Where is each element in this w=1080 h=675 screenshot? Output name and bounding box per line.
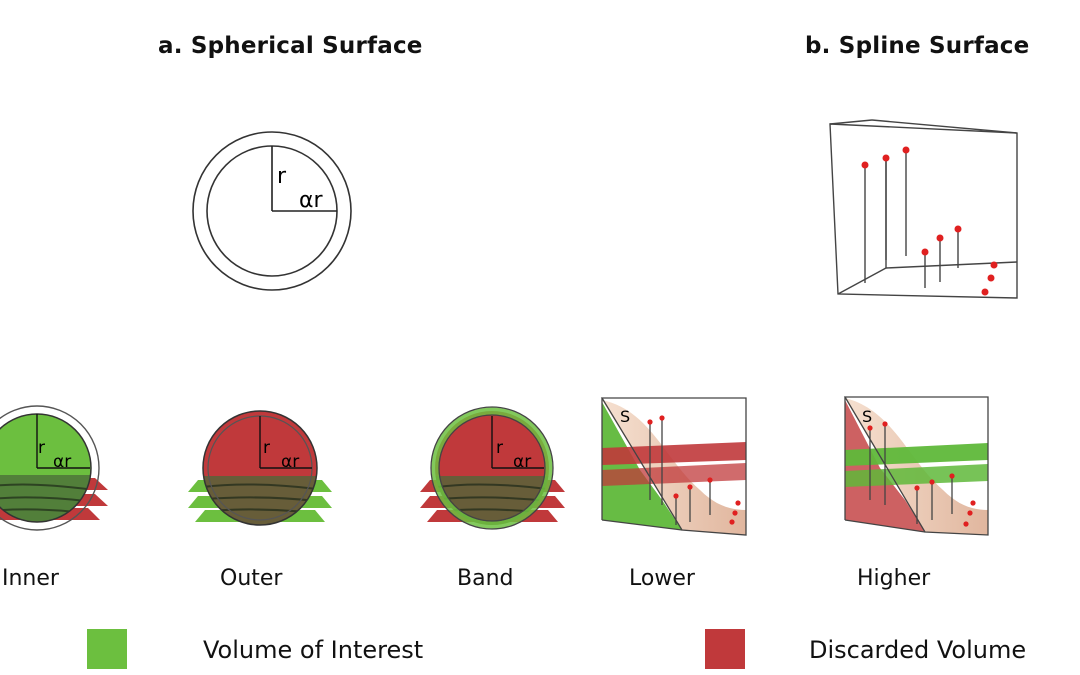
band-inner-edge (438, 414, 546, 522)
data-point (882, 154, 890, 162)
outer-circle (192, 131, 352, 291)
label-outer: Outer (220, 566, 283, 591)
higher-region-red (845, 400, 925, 532)
spline-schematic (829, 119, 1018, 299)
spline-box-floor-left (837, 267, 887, 295)
data-point (921, 248, 929, 256)
label-inner: Inner (2, 566, 59, 591)
label-lower: Lower (629, 566, 695, 591)
spline-box-front (829, 123, 1018, 299)
legend-swatch-interest (87, 629, 127, 669)
data-point (954, 225, 962, 233)
sphere-schematic: r αr (192, 131, 352, 291)
spline-s-label: S (862, 407, 872, 426)
title-spherical-surface: a. Spherical Surface (158, 33, 423, 59)
spline-box-top-left (829, 119, 873, 125)
panel-outer: r αr (188, 410, 332, 526)
panel-inner: r αr (0, 405, 108, 531)
lower-box (600, 397, 747, 536)
alpha-radius-label: αr (53, 452, 71, 472)
label-higher: Higher (857, 566, 931, 591)
radius-label: r (38, 438, 45, 458)
legend-label-discarded: Discarded Volume (809, 636, 1027, 664)
higher-box (843, 396, 989, 536)
legend-swatch-discarded (705, 629, 745, 669)
outer-sphere (202, 410, 318, 526)
spline-s-label: S (620, 407, 630, 426)
lower-region-green (602, 402, 682, 530)
band-ring (431, 407, 553, 529)
panel-lower: S (600, 397, 747, 536)
lower-plane-red (602, 442, 746, 465)
alpha-radius-label: αr (299, 188, 324, 213)
radius-label: r (263, 438, 270, 458)
inner-shell (0, 405, 100, 531)
panel-higher: S (843, 396, 989, 536)
higher-plane-green (845, 443, 988, 466)
spline-box-top (871, 119, 1018, 134)
data-point (981, 288, 989, 296)
spline-points (861, 146, 998, 296)
title-spline-surface: b. Spline Surface (805, 33, 1030, 59)
label-band: Band (457, 566, 514, 591)
radius-label: r (496, 438, 503, 458)
data-point (990, 261, 998, 269)
band-outer-edge (430, 406, 554, 530)
panel-band: r αr (420, 406, 565, 530)
data-point (861, 161, 869, 169)
data-point (936, 234, 944, 242)
radius-label: r (277, 164, 287, 189)
data-point (902, 146, 910, 154)
alpha-radius-label: αr (281, 452, 299, 472)
data-point (987, 274, 995, 282)
legend-label-interest: Volume of Interest (203, 636, 424, 664)
alpha-radius-label: αr (513, 452, 531, 472)
